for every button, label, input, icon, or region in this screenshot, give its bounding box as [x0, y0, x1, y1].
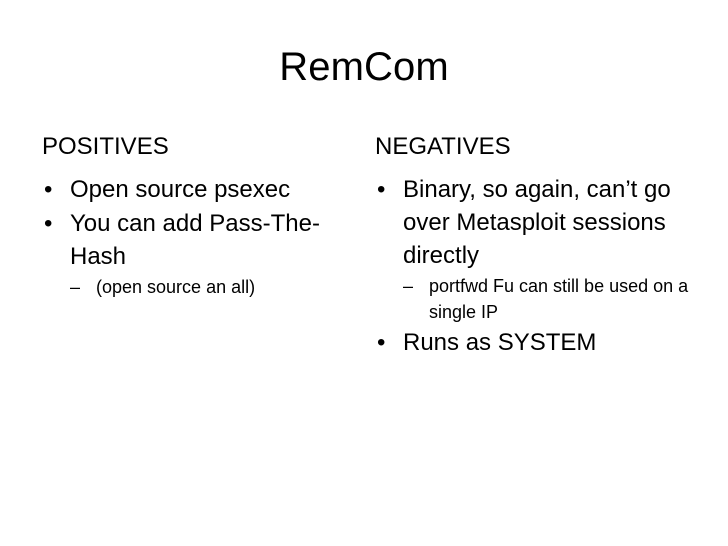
- subbullet-text: (open source an all): [96, 277, 256, 297]
- bullet-text: You can add Pass-The-Hash: [70, 210, 320, 270]
- bullet-dash-icon: –: [70, 277, 81, 297]
- bullet-dash-icon: –: [403, 276, 414, 296]
- bullet-dot-icon: •: [44, 176, 53, 203]
- subbullet-list: – portfwd Fu can still be used on a sing…: [403, 273, 695, 325]
- list-item: • You can add Pass-The-Hash – (open sour…: [42, 207, 362, 300]
- column-positives: POSITIVES • Open source psexec • You can…: [42, 132, 362, 301]
- bullet-text: Binary, so again, can’t go over Metasplo…: [403, 176, 671, 269]
- list-item: – portfwd Fu can still be used on a sing…: [403, 273, 695, 325]
- slide-title: RemCom: [279, 45, 449, 89]
- list-item: • Open source psexec: [42, 173, 362, 206]
- slide-content: POSITIVES • Open source psexec • You can…: [0, 132, 728, 532]
- subbullet-text: portfwd Fu can still be used on a single…: [429, 276, 689, 322]
- bullet-list-positives: • Open source psexec • You can add Pass-…: [42, 173, 362, 300]
- bullet-list-negatives: • Binary, so again, can’t go over Metasp…: [375, 173, 695, 359]
- bullet-dot-icon: •: [377, 176, 386, 203]
- bullet-dot-icon: •: [44, 210, 53, 237]
- column-heading-positives: POSITIVES: [42, 133, 169, 160]
- list-item: – (open source an all): [70, 274, 362, 300]
- subbullet-list: – (open source an all): [70, 274, 362, 300]
- bullet-dot-icon: •: [377, 329, 386, 356]
- column-negatives: NEGATIVES • Binary, so again, can’t go o…: [375, 132, 695, 360]
- bullet-text: Open source psexec: [70, 176, 291, 203]
- bullet-text: Runs as SYSTEM: [403, 329, 597, 356]
- column-heading-negatives: NEGATIVES: [375, 133, 511, 160]
- list-item: • Runs as SYSTEM: [375, 326, 695, 359]
- list-item: • Binary, so again, can’t go over Metasp…: [375, 173, 695, 325]
